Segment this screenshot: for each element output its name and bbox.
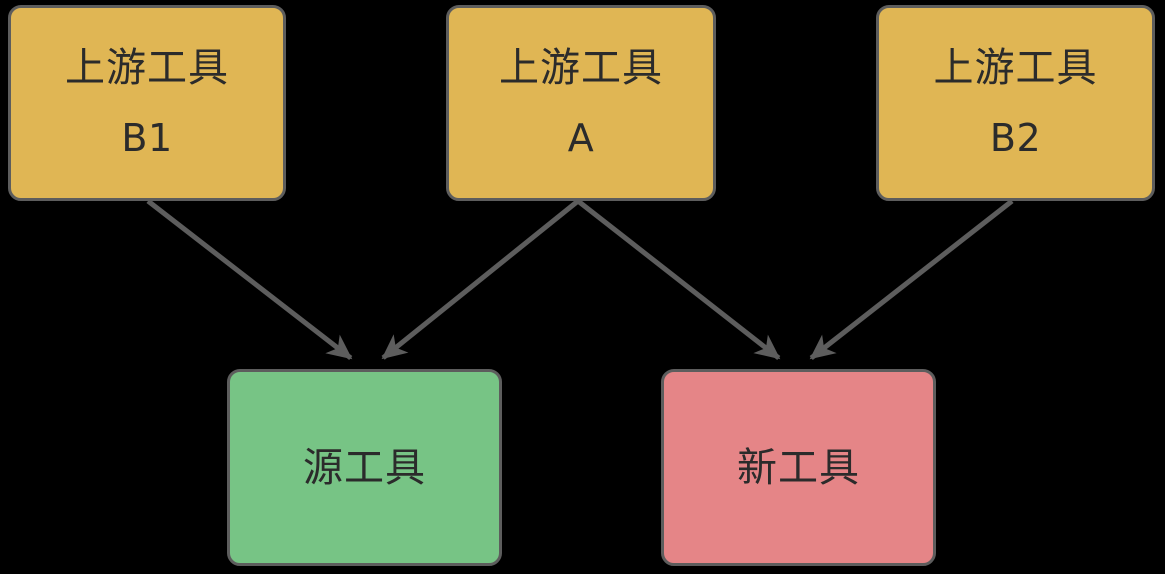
node-title: 源工具 xyxy=(303,444,426,491)
node-title: 新工具 xyxy=(737,444,860,491)
node-new-tool[interactable]: 新工具 xyxy=(661,369,936,566)
node-subtitle: B1 xyxy=(121,116,173,161)
edge-a-to-source xyxy=(381,199,580,360)
node-subtitle: B2 xyxy=(989,116,1042,161)
node-subtitle: A xyxy=(567,116,595,161)
node-title: 上游工具 xyxy=(499,45,663,92)
node-source-tool[interactable]: 源工具 xyxy=(227,369,502,566)
node-upstream-a[interactable]: 上游工具 A xyxy=(446,5,716,201)
edge-b1-to-source xyxy=(146,199,353,361)
node-upstream-b2[interactable]: 上游工具 B2 xyxy=(876,5,1155,201)
node-upstream-b1[interactable]: 上游工具 B1 xyxy=(8,5,286,201)
node-title: 上游工具 xyxy=(65,45,229,92)
edge-b2-to-newtool xyxy=(809,199,1014,360)
edge-a-to-newtool xyxy=(576,199,781,360)
node-title: 上游工具 xyxy=(933,45,1098,92)
